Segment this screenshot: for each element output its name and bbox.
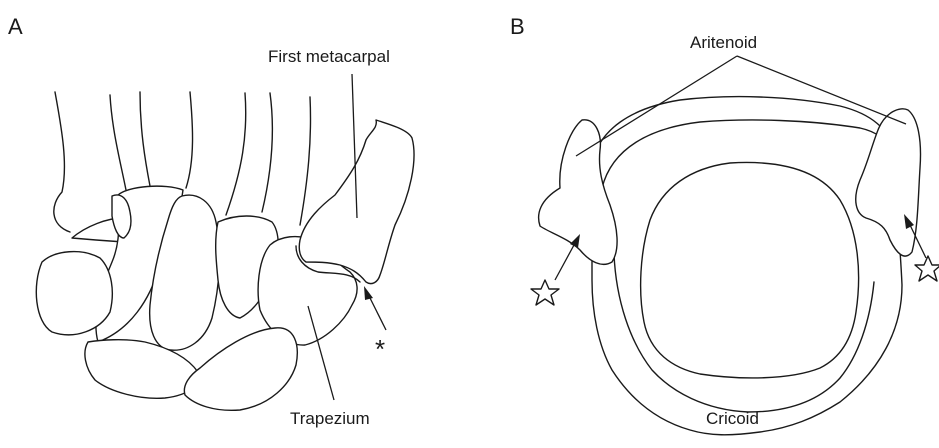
arrow-shaft-asterisk xyxy=(369,296,386,330)
asterisk-marker: * xyxy=(375,334,385,364)
label-trapezium: Trapezium xyxy=(290,409,370,428)
metacarpal-shaft-4b xyxy=(140,92,150,186)
metacarpal-shaft-5 xyxy=(54,92,70,232)
pisiform-triquetrum xyxy=(36,252,112,335)
metacarpal-shaft-3b xyxy=(226,93,246,215)
arrow-icon xyxy=(364,286,386,330)
arrow-shaft-left-star xyxy=(555,245,574,280)
metacarpal-shaft-3a xyxy=(186,92,193,188)
cricoid-lumen xyxy=(641,162,859,377)
metacarpal-shaft-2a xyxy=(262,93,272,212)
panel-a-letter: A xyxy=(8,14,23,39)
star-icon xyxy=(531,280,559,305)
panel-b: B Aritenoid Cricoid xyxy=(510,14,939,435)
label-aritenoid: Aritenoid xyxy=(690,33,757,52)
label-cricoid: Cricoid xyxy=(706,409,759,428)
star-icon xyxy=(915,256,939,281)
carpal-bones xyxy=(36,186,357,410)
panel-a: A First metacarpal T xyxy=(8,14,414,428)
metacarpal-shaft-2b xyxy=(300,97,311,225)
metacarpal-shaft-4a xyxy=(110,95,126,190)
arrowhead-asterisk xyxy=(364,286,373,300)
label-first-metacarpal: First metacarpal xyxy=(268,47,390,66)
scaphoid-bone xyxy=(184,328,297,410)
panel-b-letter: B xyxy=(510,14,525,39)
